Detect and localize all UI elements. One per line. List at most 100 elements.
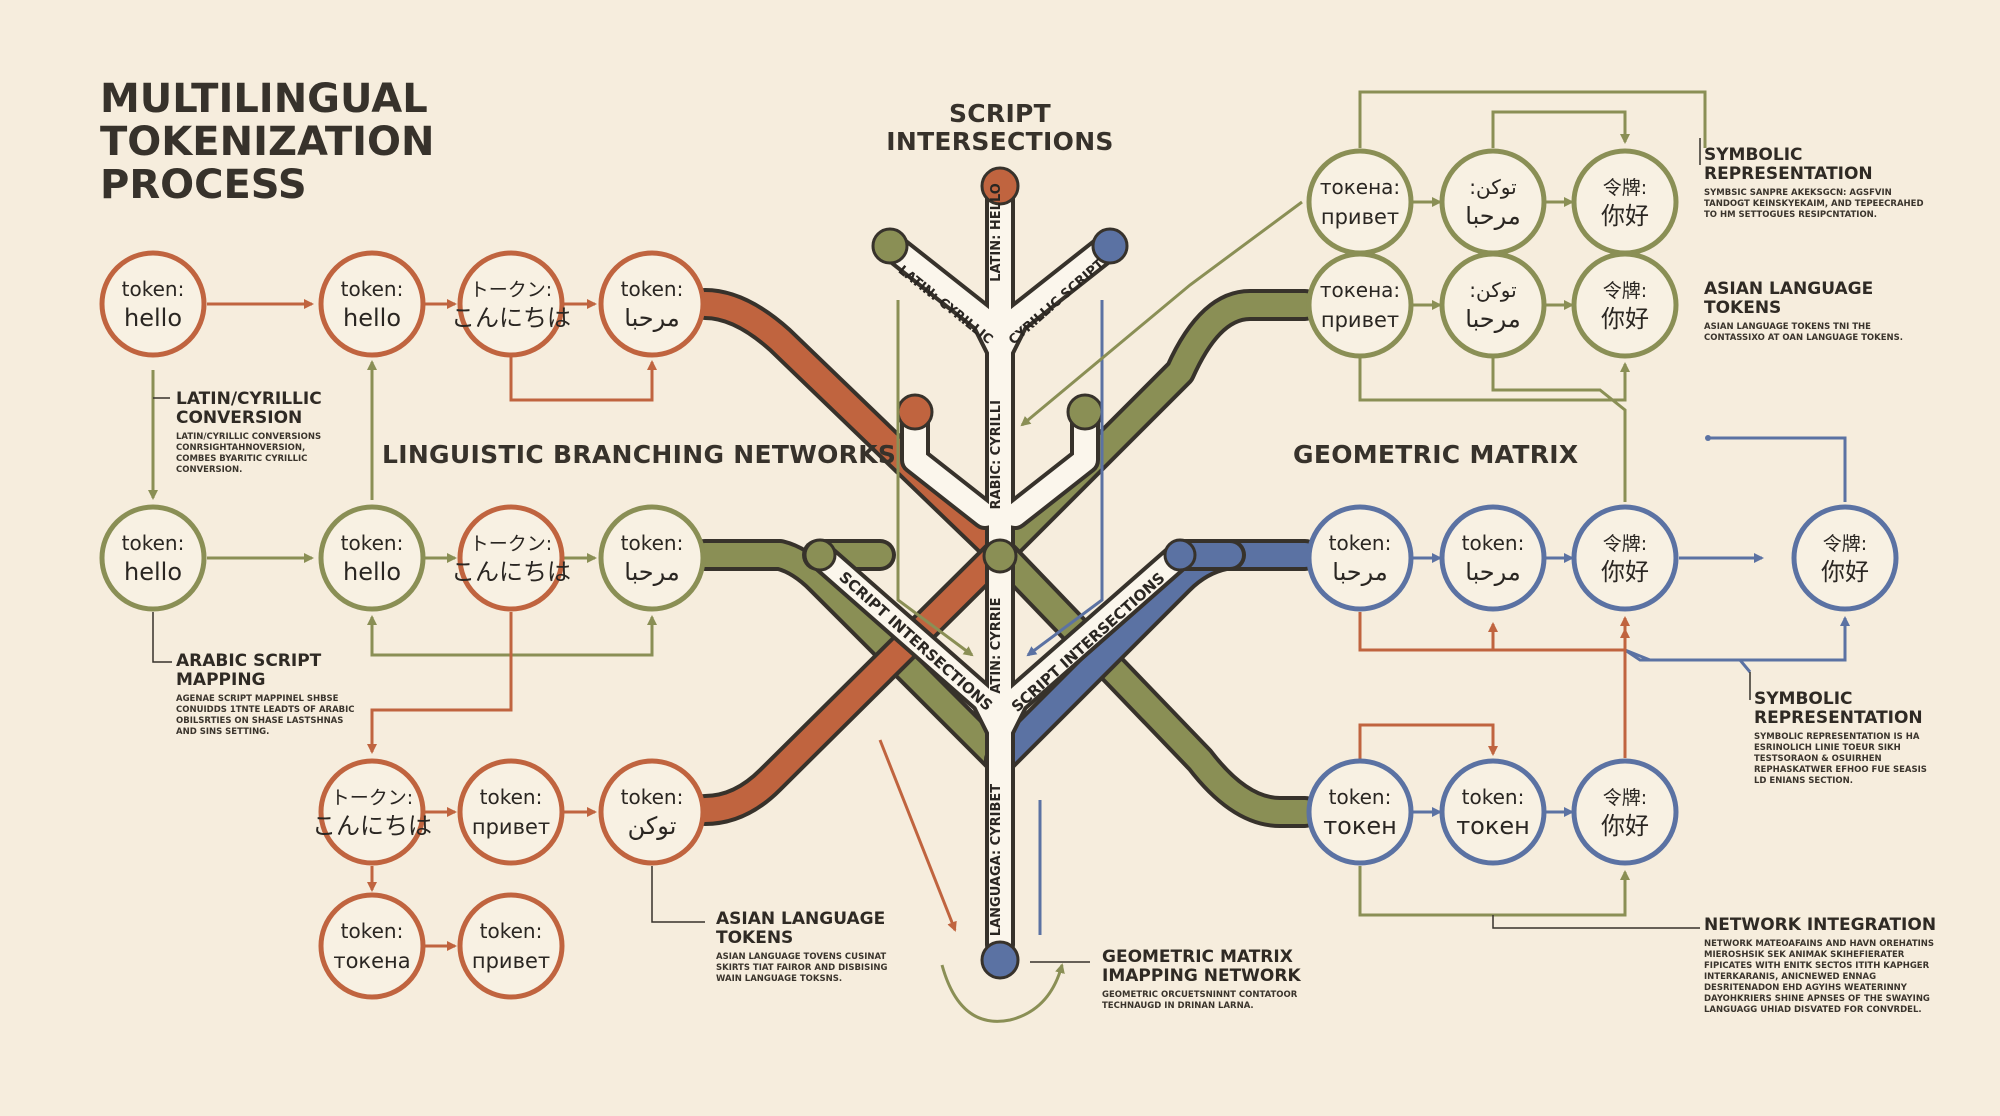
token-nodes: token: hello token: hello トークン: こんにちは token: مر… [99, 148, 1899, 1000]
token-node-label: :توكن [1469, 175, 1516, 199]
token-node-value: مرحبا [1332, 558, 1388, 586]
note-body: NETWORK MATEOAFAINS AND HAVN OREHATINS M… [1704, 939, 1935, 1015]
token-node-label: token: [621, 531, 684, 555]
page-title: MULTILINGUAL TOKENIZATION PROCESS [100, 76, 435, 208]
token-node-circle [1571, 504, 1679, 612]
note-geometric-imapping: GEOMETRIC MATRIX IMAPPING NETWORK GEOMET… [1102, 948, 1332, 1012]
track-language-cyrbet: LANGUAGA: CYRIBET [989, 784, 1004, 937]
tree-terminals [803, 166, 1197, 980]
section-title-script-intersections: SCRIPT INTERSECTIONS [886, 99, 1114, 156]
token-node-label: token: [341, 277, 404, 301]
token-node: トークン:こんにちは [451, 504, 571, 612]
token-node-label: :توكن [1469, 278, 1516, 302]
token-node-circle [457, 504, 565, 612]
token-node-value: токен [1323, 812, 1397, 840]
token-node: token: привет [457, 892, 565, 1000]
token-node-label: токена: [1320, 175, 1400, 199]
token-node-circle [1306, 758, 1414, 866]
token-node: token: مرحبا [1306, 504, 1414, 612]
token-node-value: توكن [628, 812, 677, 840]
note-heading: SYMBOLIC REPRESENTATION [1754, 689, 1923, 728]
token-node: 令牌:你好 [1571, 251, 1679, 359]
token-node-value: hello [124, 558, 182, 586]
note-body: ASIAN LANGUAGE TOKENS TNI THE CONTASSIXO… [1704, 322, 1904, 343]
token-node: トークン: こんにちは [312, 758, 432, 866]
token-node-value: مرحبا [624, 558, 680, 586]
note-heading: ASIAN LANGUAGE TOKENS [1704, 279, 1874, 318]
connectors-left [148, 299, 705, 951]
connectors-right [1358, 90, 1850, 929]
token-node-value: hello [124, 304, 182, 332]
token-node-circle [318, 504, 426, 612]
token-node-label: トークン: [470, 279, 552, 301]
token-node-value: こんにちは [451, 558, 571, 586]
note-network-integration: NETWORK INTEGRATION NETWORK MATEOAFAINS … [1704, 916, 1984, 1016]
token-node-label: 令牌: [1603, 533, 1647, 555]
token-node-label: token: [480, 785, 543, 809]
token-node-value: مرحبا [624, 304, 680, 332]
token-node-label: 令牌: [1823, 533, 1867, 555]
token-node-label: token: [1329, 531, 1392, 555]
note-symbolic-mid: SYMBOLIC REPRESENTATION SYMBOLIC REPRESE… [1754, 690, 1954, 787]
token-node-circle [1306, 148, 1414, 256]
note-arabic-mapping: ARABIC SCRIPT MAPPING AGENAE SCRIPT MAPP… [176, 652, 376, 738]
token-node-circle [1306, 251, 1414, 359]
token-node-value: hello [343, 304, 401, 332]
section-title-geometric-matrix: GEOMETRIC MATRIX [1293, 440, 1579, 469]
token-node-circle [318, 892, 426, 1000]
token-node-label: 令牌: [1603, 177, 1647, 199]
token-node-label: token: [621, 277, 684, 301]
token-node-circle [1571, 251, 1679, 359]
token-node: 令牌:你好 [1791, 504, 1899, 612]
token-node-label: токена: [1320, 278, 1400, 302]
token-node: token:токена [318, 892, 426, 1000]
note-heading: NETWORK INTEGRATION [1704, 915, 1937, 935]
token-node-circle [1439, 504, 1547, 612]
note-asian-tokens-top: ASIAN LANGUAGE TOKENS ASIAN LANGUAGE TOK… [1704, 280, 1954, 344]
note-body: GEOMETRIC ORCUETSNINNT CONTATOOR TECHNAU… [1102, 990, 1298, 1011]
token-node-label: token: [480, 919, 543, 943]
token-node-value: مرحبا [1465, 558, 1521, 586]
token-node-circle [598, 250, 706, 358]
thick-tubes [689, 288, 1321, 828]
token-node: token:токен [1439, 758, 1547, 866]
token-node-value: 你好 [1601, 305, 1649, 333]
token-node-circle [1439, 251, 1547, 359]
token-node-value: 你好 [1601, 202, 1649, 230]
token-node-circle [1439, 758, 1547, 866]
token-node-value: こんにちは [312, 812, 432, 840]
token-node: :توكن مرحبا [1439, 148, 1547, 256]
token-node: トークン: こんにちは [451, 250, 571, 358]
token-node: token:hello [99, 250, 207, 358]
token-node: 令牌:你好 [1571, 504, 1679, 612]
note-body: LATIN/CYRILLIC CONVERSIONS CONRSIGHTAHNO… [176, 432, 322, 475]
track-latin-hello: LATIN: HELLO [989, 183, 1004, 282]
token-node: token:hello [318, 504, 426, 612]
token-node: token: привет [457, 758, 565, 866]
note-asian-tokens-bottom: ASIAN LANGUAGE TOKENS ASIAN LANGUAGE TOV… [716, 910, 936, 985]
note-body: SYMBOLIC REPRESENTATION IS HA ESRINOLICH… [1754, 732, 1927, 786]
token-node-circle [457, 250, 565, 358]
token-node: token: مرحبا [598, 250, 706, 358]
note-latin-cyrillic: LATIN/CYRILLIC CONVERSION LATIN/CYRILLIC… [176, 390, 366, 476]
token-node-value: привет [1321, 205, 1399, 229]
connectors-center [878, 200, 1303, 1023]
token-node-label: token: [1462, 785, 1525, 809]
token-node-label: トークン: [331, 787, 413, 809]
token-node: token:مرحبا [1439, 504, 1547, 612]
token-node: 令牌:你好 [1571, 758, 1679, 866]
token-node-value: مرحبا [1465, 202, 1521, 230]
token-node: :توكن مرحبا [1439, 251, 1547, 359]
token-node-value: привет [472, 949, 550, 973]
token-node-value: привет [472, 815, 550, 839]
token-node-value: こんにちは [451, 304, 571, 332]
note-body: SYMBSIC SANPRE AKEKSGCN: AGSFVIN TANDOGT… [1704, 188, 1924, 220]
note-heading: ARABIC SCRIPT MAPPING [176, 651, 322, 690]
token-node-circle [318, 250, 426, 358]
note-body: AGENAE SCRIPT MAPPINEL SHBSE CONUIDDS 1T… [176, 694, 355, 737]
note-heading: ASIAN LANGUAGE TOKENS [716, 909, 886, 948]
token-node: token: hello [318, 250, 426, 358]
section-title-linguistic-branching: LINGUISTIC BRANCHING NETWORKS [382, 440, 897, 469]
token-node-label: token: [1329, 785, 1392, 809]
token-node-value: مرحبا [1465, 305, 1521, 333]
